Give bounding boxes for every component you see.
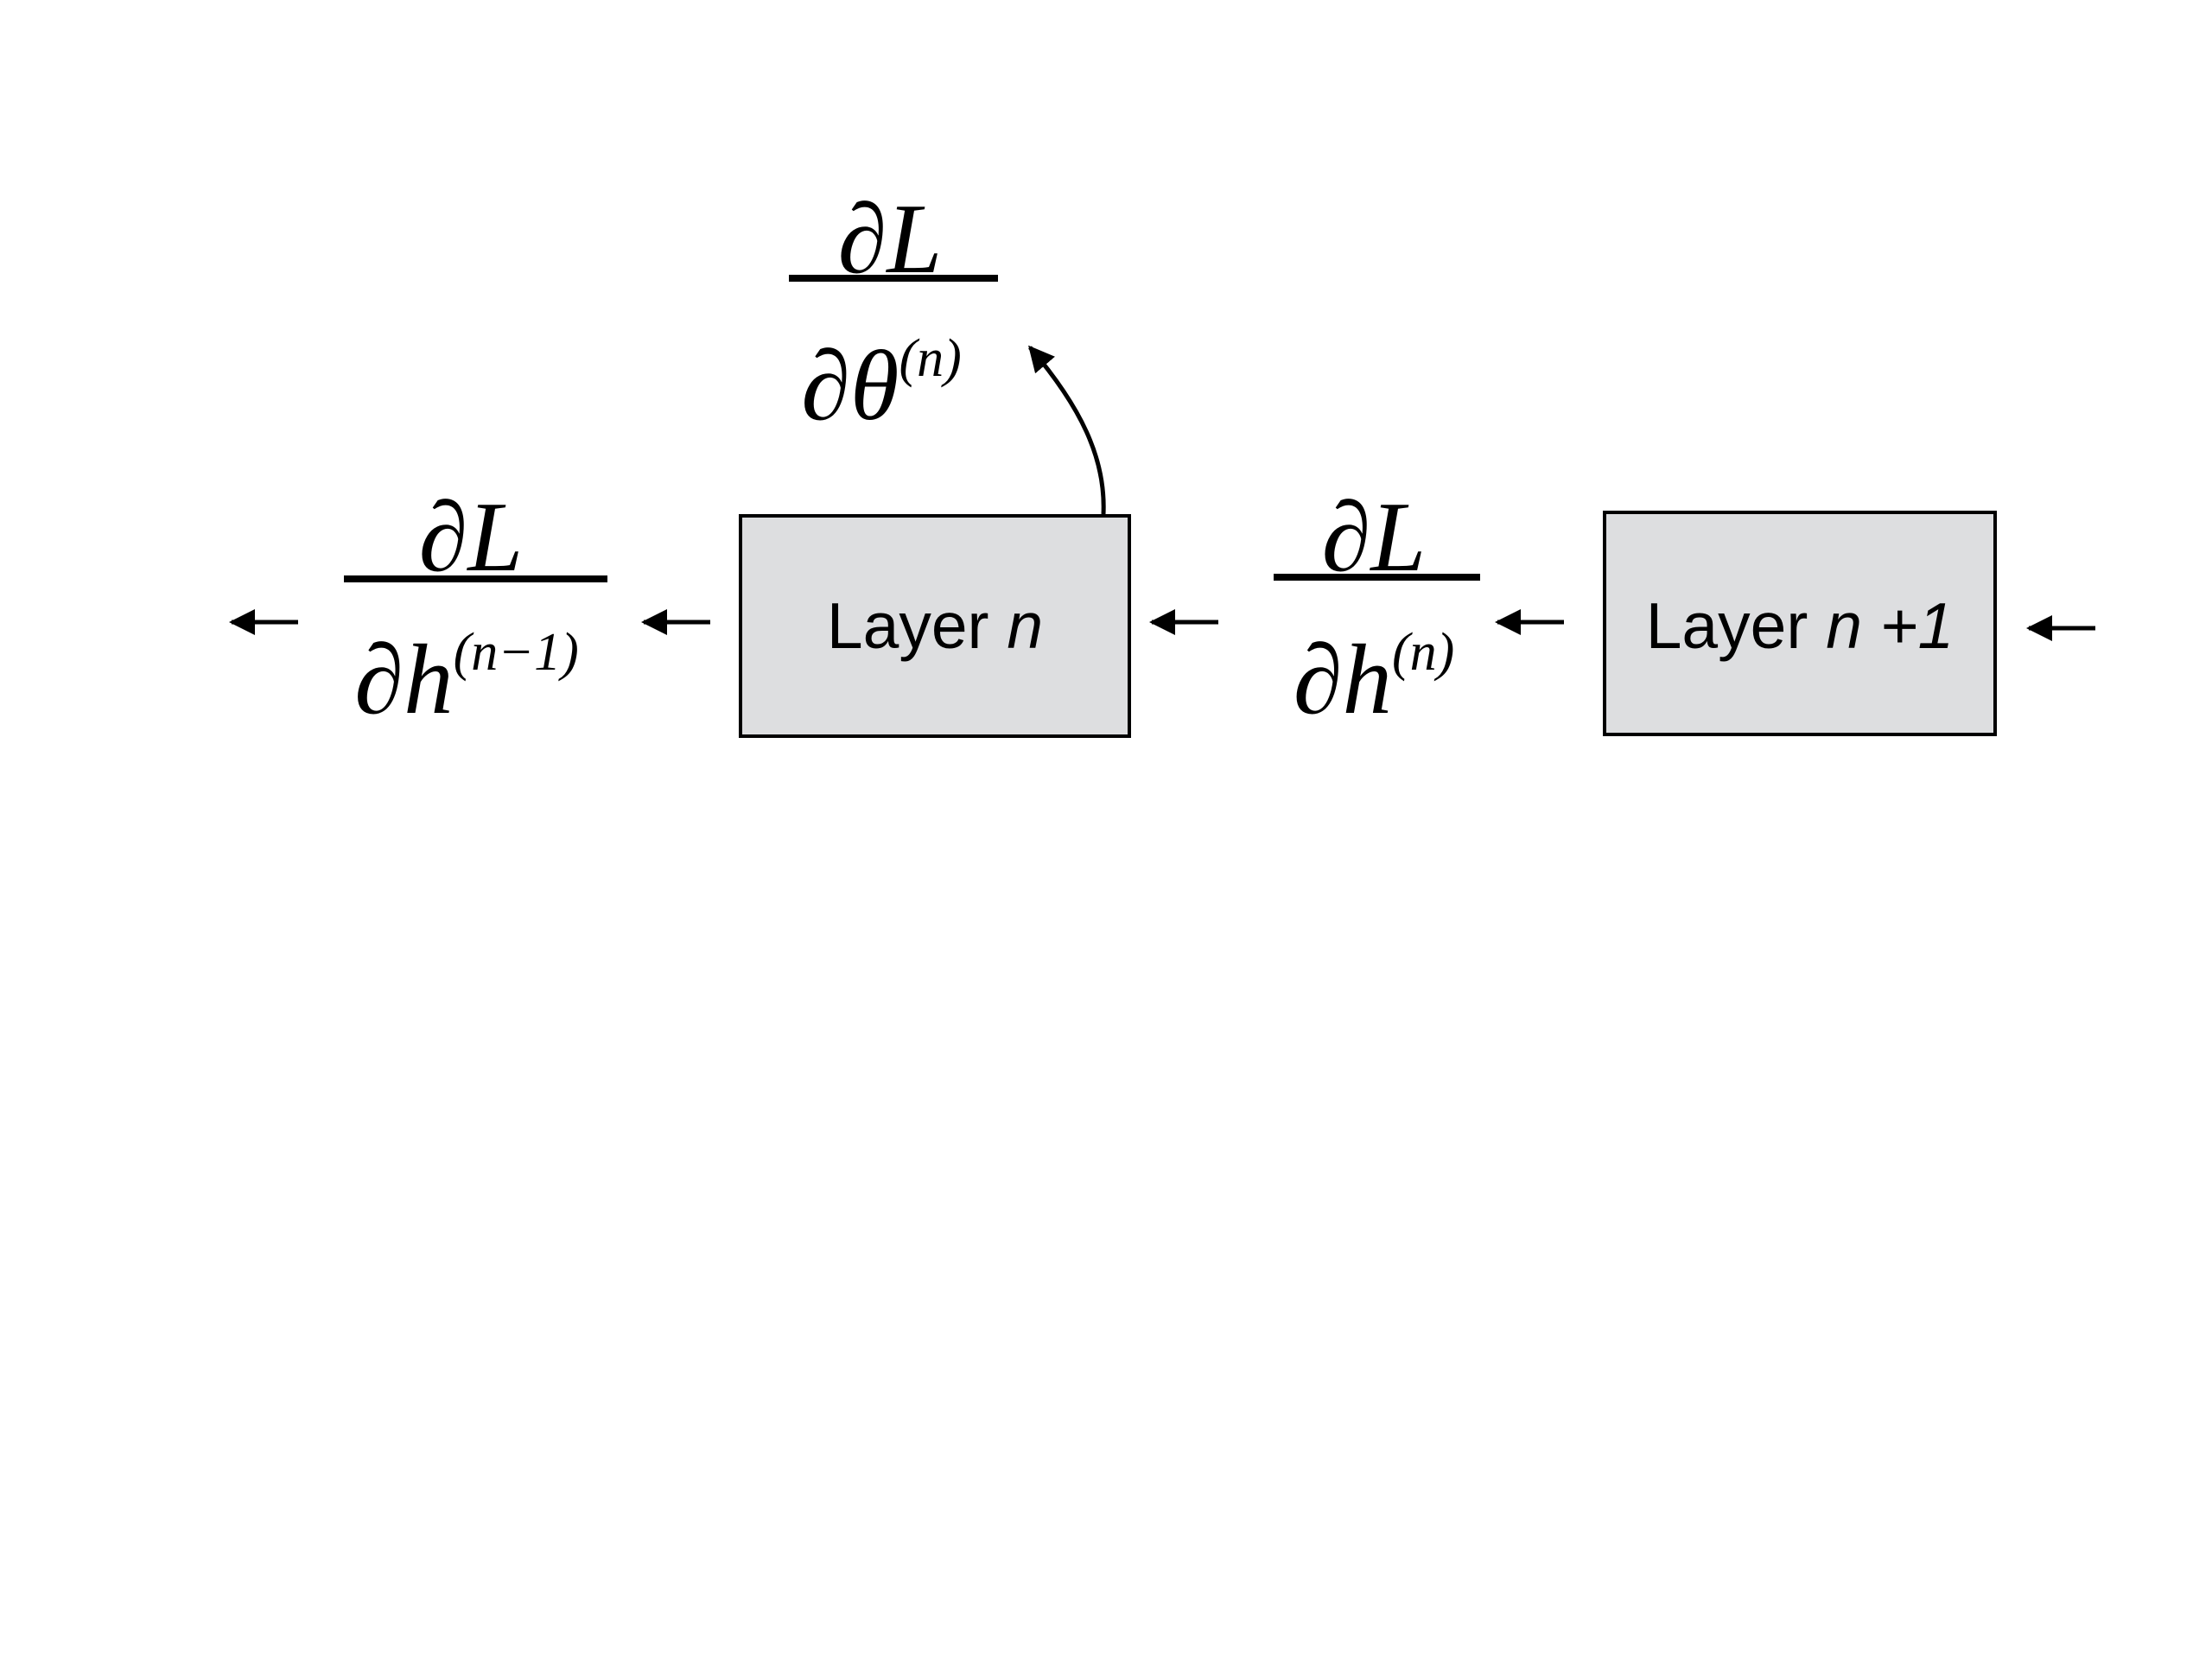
layer-n-rect (739, 514, 1131, 738)
layer-n-box: Layer n (739, 514, 1131, 738)
layer-n-plus-1-word: Layer (1646, 589, 1808, 662)
layer-n-plus-1-suffix: +1 (1880, 589, 1955, 662)
arrow-layer-n-to-dtheta (1028, 345, 1106, 515)
layer-n-label: Layer n (827, 589, 1043, 662)
dl-dh-n-minus-1-denominator: ∂h(n−1) (354, 623, 578, 734)
dtheta-superscript: (n) (899, 329, 962, 388)
layer-n-plus-1-rect (1603, 511, 1997, 736)
fraction-dl-dh-n-minus-1: ∂L ∂h(n−1) (344, 482, 607, 734)
layer-n-plus-1-label: Layer n +1 (1646, 589, 1955, 662)
layer-n-plus-1-box: Layer n +1 (1603, 511, 1997, 736)
layer-n-index: n (1007, 589, 1043, 662)
dh-n-superscript: (n) (1392, 623, 1454, 682)
fraction-dl-dh-n: ∂L ∂h(n) (1274, 482, 1480, 734)
layer-n-word: Layer (827, 589, 989, 662)
layer-n-plus-1-index: n (1826, 589, 1862, 662)
dl-dh-n-numerator: ∂L (1322, 482, 1427, 592)
dl-dtheta-denominator: ∂θ(n) (801, 329, 962, 441)
dl-dh-n-denominator: ∂h(n) (1294, 623, 1455, 734)
dh-n-minus-1-superscript: (n−1) (454, 623, 579, 682)
fraction-dl-dtheta: ∂L ∂θ(n) (789, 184, 998, 441)
dl-dh-n-minus-1-numerator: ∂L (419, 482, 524, 592)
